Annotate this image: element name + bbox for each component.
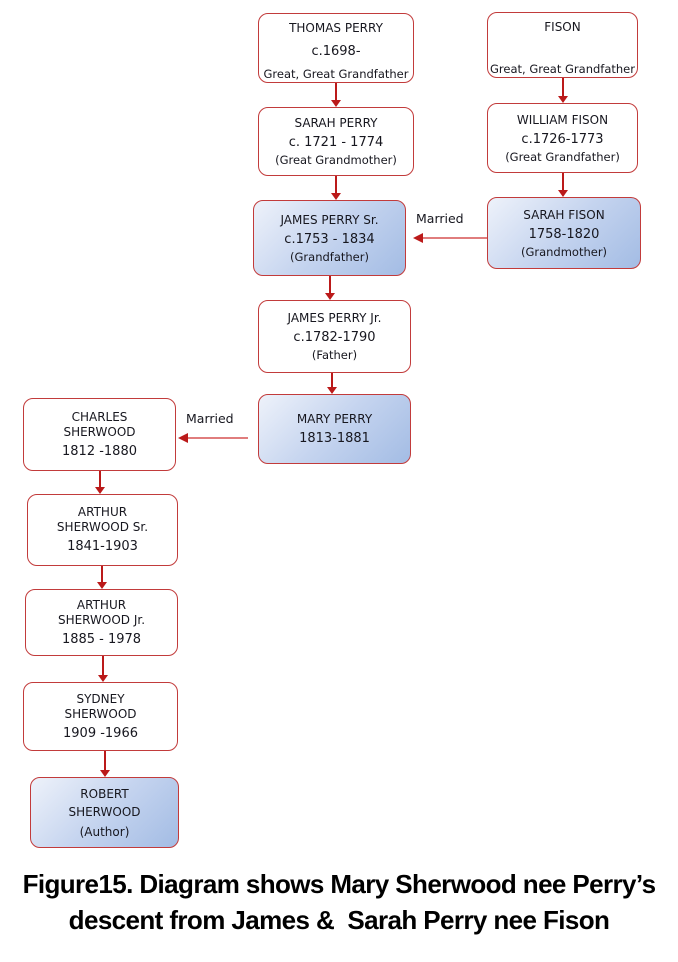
arrow-james-sr-to-james-jr — [329, 276, 331, 293]
person-name: FISON — [544, 20, 581, 34]
arrow-william-to-sarah-fison — [562, 173, 564, 190]
person-name: ARTHUR — [76, 597, 127, 612]
person-dates: c.1698- — [311, 43, 361, 59]
node-charles-sherwood: CHARLES SHERWOOD 1812 -1880 — [23, 398, 176, 471]
node-arthur-sherwood-jr: ARTHUR SHERWOOD Jr. 1885 - 1978 — [25, 589, 178, 656]
node-sarah-fison: SARAH FISON 1758-1820 (Grandmother) — [487, 197, 641, 269]
person-role: (Grandmother) — [520, 244, 608, 259]
person-dates: 1812 -1880 — [62, 443, 137, 459]
person-name: SHERWOOD Sr. — [56, 520, 149, 534]
married-label-james-sarah: Married — [416, 211, 464, 226]
person-name: SHERWOOD — [64, 706, 137, 721]
node-william-fison: WILLIAM FISON c.1726-1773 (Great Grandfa… — [487, 103, 638, 173]
person-role: Great, Great Grandfather — [490, 62, 635, 76]
arrow-thomas-to-sarah-perry — [335, 83, 337, 100]
married-label-mary-charles: Married — [186, 411, 234, 426]
arrow-arthur-jr-to-sydney — [102, 656, 104, 675]
figure-caption: Figure15. Diagram shows Mary Sherwood ne… — [0, 866, 678, 938]
node-robert-sherwood: ROBERT SHERWOOD (Author) — [30, 777, 179, 848]
person-name: THOMAS PERRY — [289, 21, 383, 35]
arrow-charles-to-arthur-sr — [99, 471, 101, 487]
person-name: SARAH PERRY — [294, 116, 378, 130]
person-dates: c.1782-1790 — [293, 330, 376, 345]
figure-caption-line2: descent from James & Sarah Perry nee Fis… — [68, 905, 610, 935]
node-thomas-perry: THOMAS PERRY c.1698- Great, Great Grandf… — [258, 13, 414, 83]
arrow-james-jr-to-mary — [331, 373, 333, 387]
arrow-arthur-sr-to-arthur-jr — [101, 566, 103, 582]
person-dates: c. 1721 - 1774 — [288, 135, 384, 150]
person-name: JAMES PERRY Sr. — [280, 212, 379, 227]
node-james-perry-sr: JAMES PERRY Sr. c.1753 - 1834 (Grandfath… — [253, 200, 406, 276]
person-dates: 1841-1903 — [67, 539, 138, 554]
node-sydney-sherwood: SYDNEY SHERWOOD 1909 -1966 — [23, 682, 178, 751]
person-role: Great, Great Grandfather — [263, 67, 409, 81]
person-name: CHARLES — [71, 409, 128, 424]
person-dates: 1758-1820 — [528, 226, 600, 242]
node-sarah-perry: SARAH PERRY c. 1721 - 1774 (Great Grandm… — [258, 107, 414, 176]
node-james-perry-jr: JAMES PERRY Jr. c.1782-1790 (Father) — [258, 300, 411, 373]
arrow-sarah-fison-married-james-sr — [423, 237, 487, 239]
person-name: ARTHUR — [77, 505, 128, 519]
figure-caption-line1: Figure15. Diagram shows Mary Sherwood ne… — [22, 869, 656, 899]
node-fison: FISON Great, Great Grandfather — [487, 12, 638, 78]
person-role: (Father) — [311, 348, 358, 362]
arrow-sarah-perry-to-james-sr — [335, 176, 337, 193]
person-role: (Great Grandmother) — [275, 153, 397, 167]
person-name: SHERWOOD — [63, 424, 136, 439]
person-dates: 1885 - 1978 — [61, 631, 142, 647]
node-arthur-sherwood-sr: ARTHUR SHERWOOD Sr. 1841-1903 — [27, 494, 178, 566]
person-role: (Author) — [79, 824, 130, 839]
person-name: ROBERT — [80, 786, 129, 801]
node-mary-perry: MARY PERRY 1813-1881 — [258, 394, 411, 464]
person-dates: c.1726-1773 — [521, 131, 604, 147]
person-dates: c.1753 - 1834 — [284, 231, 375, 247]
person-name: WILLIAM FISON — [516, 112, 609, 127]
person-name: SYDNEY — [76, 691, 125, 706]
person-name: MARY PERRY — [296, 411, 373, 426]
person-name: SARAH FISON — [523, 207, 605, 222]
person-dates: 1813-1881 — [299, 430, 370, 446]
person-name: JAMES PERRY Jr. — [287, 311, 382, 325]
arrow-mary-married-charles — [188, 437, 248, 439]
person-role: (Grandfather) — [290, 249, 369, 264]
arrow-fison-to-william — [562, 78, 564, 96]
person-name: SHERWOOD — [68, 804, 141, 819]
arrow-sydney-to-robert — [104, 751, 106, 770]
person-role: (Great Grandfather) — [505, 149, 620, 164]
person-dates: 1909 -1966 — [63, 725, 138, 741]
person-name: SHERWOOD Jr. — [57, 612, 146, 627]
